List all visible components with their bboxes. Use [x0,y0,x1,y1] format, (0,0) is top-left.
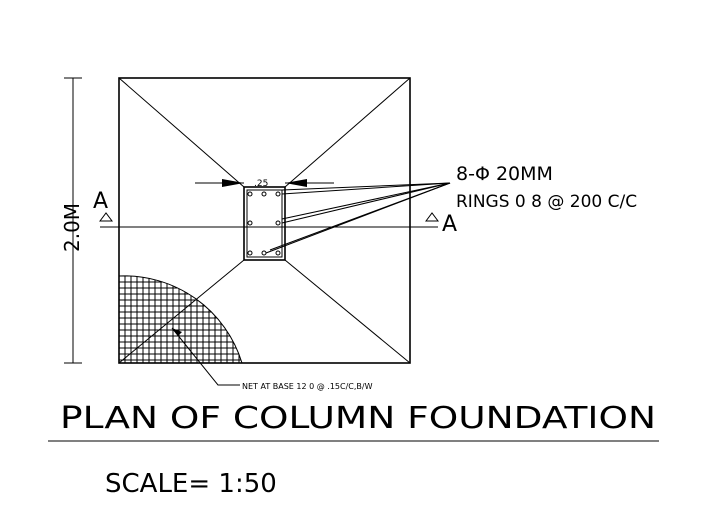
column-ring [246,189,283,258]
bar [275,250,281,256]
net-note: NET AT BASE 12 0 @ .15C/C,B/W [242,382,373,391]
base-mesh-outline [118,275,243,364]
bar [247,191,253,197]
diagonal-top-left [118,77,245,188]
net-leader-arrow [172,328,182,336]
column-outline [243,186,286,261]
net-leader [171,327,240,386]
diagonal-top-right [284,77,411,188]
column-dim-arrow-left [222,179,244,187]
section-marker-right: A [442,212,457,237]
drawing-title: PLAN OF COLUMN FOUNDATION [60,401,656,436]
dimension-label: 2.0M [60,203,84,252]
reinforcement-rings: RINGS 0 8 @ 200 C/C [456,192,637,212]
column-dim-arrow-right [285,179,307,187]
drawing-scale: SCALE= 1:50 [105,469,277,499]
section-marker-left: A [93,189,108,214]
bar [247,220,253,226]
bar [261,250,267,256]
section-arrow-right [425,212,439,222]
column-size-label: .25 [254,179,268,189]
bar [247,250,253,256]
diagonal-bottom-right [284,259,411,364]
reinforcement-main: 8-Φ 20MM [456,163,553,185]
reinforcement-leaders [265,182,451,254]
footing-outline [118,77,411,364]
section-arrow-left [99,212,113,222]
column-bars [247,191,281,256]
bar [275,191,281,197]
bar [261,191,267,197]
bar [275,220,281,226]
